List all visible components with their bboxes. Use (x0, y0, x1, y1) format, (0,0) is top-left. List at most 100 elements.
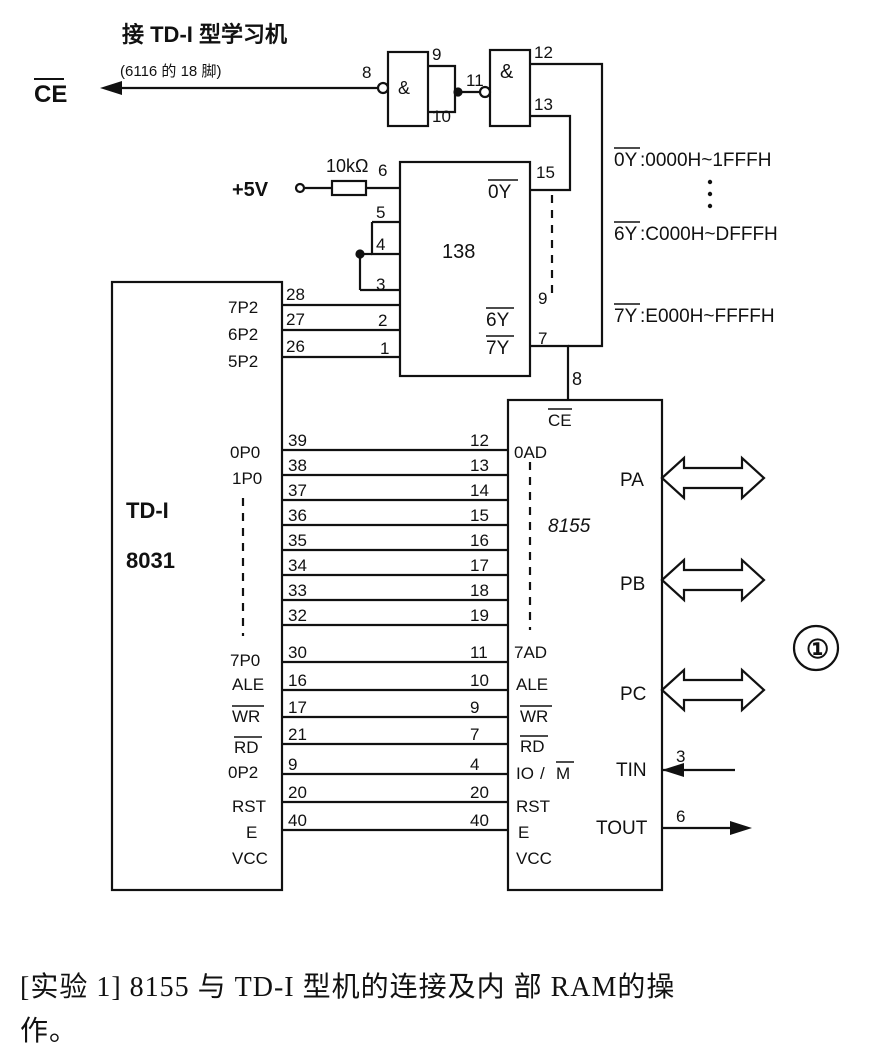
chip-ale: ALE (516, 675, 548, 694)
chip-ce: CE (548, 411, 572, 430)
chip-pa: PA (620, 470, 644, 491)
gate-pin-9: 9 (432, 45, 441, 64)
cpu-rst: RST (232, 797, 266, 816)
chip-bus-pin: 10 (470, 671, 489, 690)
addr-y7: 7Y (614, 306, 638, 327)
decoder-pin-4: 4 (376, 235, 385, 254)
chip-bus-pin: 20 (470, 783, 489, 802)
decoder-pin-6: 6 (378, 161, 387, 180)
addr-y6: 6Y (614, 224, 638, 245)
gate-pin-13: 13 (534, 95, 553, 114)
cpu-pin-28: 28 (286, 285, 305, 304)
cpu-bus-pin: 36 (288, 506, 307, 525)
chip-bus-pin: 40 (470, 811, 489, 830)
cpu-p2-5: 5P2 (228, 352, 258, 371)
chip-io-slash: / (540, 764, 545, 783)
decoder-out0: 0Y (488, 182, 512, 203)
cpu-p01: 1P0 (232, 469, 262, 488)
gate-pin-8: 8 (362, 63, 371, 82)
chip-vcc: VCC (516, 849, 552, 868)
chip-m: M (556, 764, 570, 783)
chip-bus-pin: 14 (470, 481, 489, 500)
cpu-p2-7: 7P2 (228, 298, 258, 317)
chip-ad0: 0AD (514, 443, 547, 462)
caption-line1: [实验 1] 8155 与 TD-I 型机的连接及内 部 RAM的操 (20, 972, 676, 1003)
bus-lines (282, 448, 508, 832)
chip-tout: TOUT (596, 818, 648, 839)
cpu-wr: WR (232, 707, 260, 726)
cpu-bus-pin: 38 (288, 456, 307, 475)
circuit-diagram: 接 TD-I 型学习机 (6116 的 18 脚) CE & & 8 9 10 … (34, 22, 840, 892)
chip-bus-pin: 13 (470, 456, 489, 475)
chip-bus-pin: 15 (470, 506, 489, 525)
cpu-rd: RD (234, 738, 259, 757)
cpu-bus-pin: 17 (288, 698, 307, 717)
cpu-pin-27: 27 (286, 310, 305, 329)
chip-wr: WR (520, 707, 548, 726)
chip-bus-pin: 18 (470, 581, 489, 600)
decoder-pin-7: 7 (538, 329, 547, 348)
decoder-out6: 6Y (486, 310, 510, 331)
ce-output-label: CE (34, 81, 67, 108)
header-title: 接 TD-I 型学习机 (122, 22, 287, 47)
chip-name: 8155 (548, 516, 591, 537)
decoder-pin-9: 9 (538, 289, 547, 308)
header-subtitle: (6116 的 18 脚) (120, 63, 221, 80)
chip-bus-pin: 4 (470, 755, 479, 774)
cpu-name-line2: 8031 (126, 548, 175, 573)
chip-pc: PC (620, 684, 646, 705)
caption-line2: 作。 (20, 1016, 79, 1047)
ce-pin-label: 8 (572, 369, 582, 389)
cpu-p07: 7P0 (230, 651, 260, 670)
cpu-p02: 0P2 (228, 763, 258, 782)
chip-bus-pin: 7 (470, 725, 479, 744)
cpu-bus-pin: 20 (288, 783, 307, 802)
decoder-pin-1: 1 (380, 339, 389, 358)
cpu-bus-pin: 35 (288, 531, 307, 550)
cpu-bus-pin: 37 (288, 481, 307, 500)
dot (707, 179, 713, 185)
dot (707, 203, 713, 209)
gate-pin-12: 12 (534, 43, 553, 62)
dot (707, 191, 713, 197)
gate-pin-10: 10 (432, 107, 451, 126)
decoder-pin-2: 2 (378, 311, 387, 330)
cpu-bus-pin: 32 (288, 606, 307, 625)
tin-pin: 3 (676, 747, 685, 766)
chip-bus-pin: 12 (470, 431, 489, 450)
chip-pb: PB (620, 574, 645, 595)
tout-pin: 6 (676, 807, 685, 826)
caption: [实验 1] 8155 与 TD-I 型机的连接及内 部 RAM的操 作。 (20, 966, 880, 1054)
chip-tin: TIN (616, 760, 647, 781)
gate1-symbol: & (398, 78, 410, 98)
chip-bus-pin: 11 (470, 643, 488, 662)
decoder-out7: 7Y (486, 338, 510, 359)
chip-rd: RD (520, 737, 545, 756)
cpu-pin-26: 26 (286, 337, 305, 356)
cpu-bus-pin: 39 (288, 431, 307, 450)
chip-e: E (518, 823, 529, 842)
cpu-vcc: VCC (232, 849, 268, 868)
figure-marker: ① (806, 634, 829, 664)
decoder-pin-3: 3 (376, 275, 385, 294)
chip-ad7: 7AD (514, 643, 547, 662)
gate2-symbol: & (500, 61, 514, 83)
cpu-p2-6: 6P2 (228, 325, 258, 344)
cpu-e: E (246, 823, 257, 842)
cpu-bus-pin: 33 (288, 581, 307, 600)
decoder-pin-5: 5 (376, 203, 385, 222)
cpu-ale: ALE (232, 675, 264, 694)
gate-pin-11: 11 (466, 71, 484, 90)
cpu-p00: 0P0 (230, 443, 260, 462)
addr-y7-range: :E000H~FFFFH (640, 306, 775, 327)
cpu-bus-pin: 34 (288, 556, 307, 575)
addr-y0-range: :0000H~1FFFH (640, 150, 771, 171)
cpu-bus-pin: 21 (288, 725, 307, 744)
cpu-name-line1: TD-I (126, 498, 169, 523)
cpu-bus-pin: 16 (288, 671, 307, 690)
cpu-bus-pin: 40 (288, 811, 307, 830)
cpu-bus-pin: 9 (288, 755, 297, 774)
chip-rst: RST (516, 797, 550, 816)
resistor-label: 10kΩ (326, 156, 368, 176)
